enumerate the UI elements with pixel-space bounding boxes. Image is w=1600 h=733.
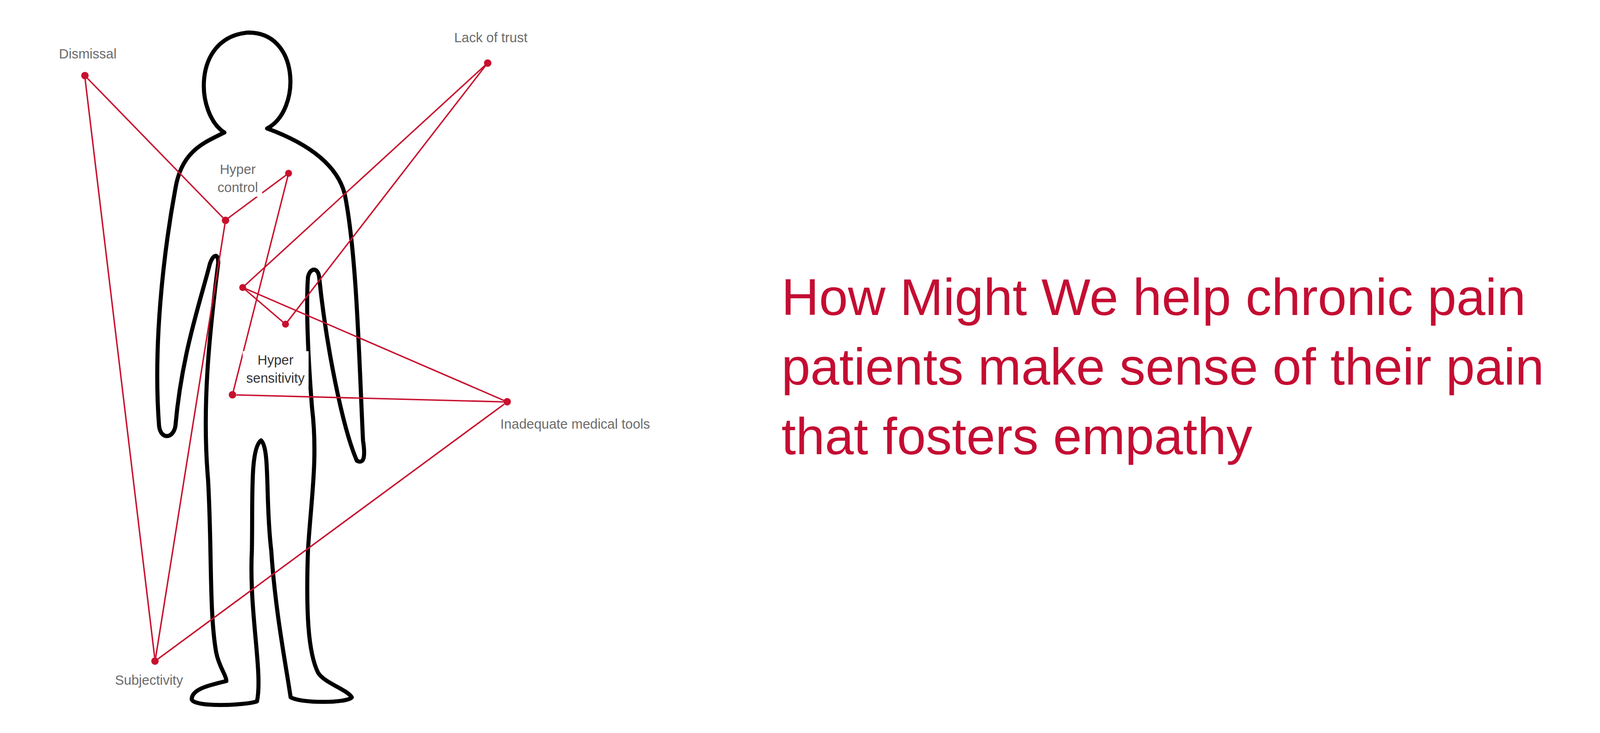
junction-dot bbox=[282, 320, 290, 328]
theme-dot: Hyper control bbox=[221, 216, 230, 225]
link-line bbox=[242, 287, 286, 325]
link-line bbox=[242, 287, 507, 402]
junction-dot bbox=[239, 283, 247, 291]
theme-dot: Lack of trust bbox=[483, 59, 492, 67]
head-outline bbox=[203, 32, 291, 133]
theme-label: Subjectivity bbox=[113, 671, 185, 690]
link-line bbox=[155, 224, 225, 658]
link-lines bbox=[225, 63, 508, 402]
body-outline bbox=[157, 128, 365, 706]
link-line bbox=[158, 404, 505, 659]
theme-label: Lack of trust bbox=[452, 28, 530, 47]
theme-label: Inadequate medical tools bbox=[498, 415, 652, 434]
link-line bbox=[285, 63, 488, 325]
theme-dot: Hyper sensitivity bbox=[228, 391, 237, 399]
link-line bbox=[242, 63, 488, 288]
link-line bbox=[236, 394, 504, 402]
theme-label: Dismissal bbox=[57, 45, 118, 64]
link-line bbox=[84, 79, 155, 658]
junction-dot bbox=[284, 169, 292, 177]
theme-dot: Subjectivity bbox=[151, 657, 159, 665]
hmw-title: How Might We help chronic pain patients … bbox=[781, 262, 1585, 472]
theme-label: Hyper sensitivity bbox=[242, 351, 309, 388]
theme-dot: Inadequate medical tools bbox=[503, 398, 511, 406]
link-line bbox=[87, 77, 223, 218]
theme-label: Hyper control bbox=[213, 160, 263, 197]
theme-dot: Dismissal bbox=[81, 71, 89, 80]
